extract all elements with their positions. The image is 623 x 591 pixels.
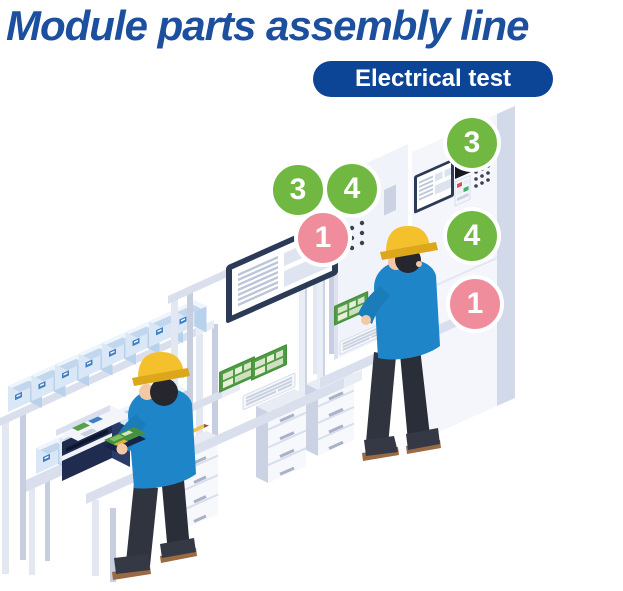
step-badge-monitor-4: 4: [323, 160, 381, 218]
step-badge-number: 1: [466, 287, 484, 320]
circuit-board: [251, 343, 287, 381]
step-badge-cabinet-1: 1: [446, 275, 504, 333]
hand: [361, 315, 371, 325]
worker-left: [104, 352, 197, 580]
stage-label-text: Electrical test: [354, 65, 512, 92]
shoe-icon: [112, 538, 197, 580]
worker-right: [358, 226, 441, 461]
held-circuit-board: [104, 427, 146, 452]
step-badge-number: 3: [289, 173, 307, 206]
hard-hat-icon: [132, 352, 190, 386]
cabinet-screen: [414, 158, 454, 214]
step-badge-cabinet-4: 4: [443, 207, 501, 265]
cabinet-control-panel: [454, 174, 471, 207]
hand: [116, 443, 128, 455]
step-badge-number: 4: [463, 219, 481, 252]
shoe-icon: [362, 428, 441, 461]
page-title: Module parts assembly line: [6, 2, 530, 49]
electrical-test-cabinet: [411, 106, 515, 444]
step-badge-number: 3: [463, 126, 481, 159]
panel-bracket: [384, 184, 396, 216]
ear: [416, 261, 422, 267]
step-badge-cabinet-3: 3: [443, 114, 501, 172]
hard-hat-icon: [380, 226, 438, 260]
printer-top-pattern: [72, 416, 103, 437]
step-badge-number: 4: [343, 172, 361, 205]
arm: [358, 286, 390, 324]
step-badge-number: 1: [314, 221, 332, 254]
hair: [150, 378, 178, 406]
step-badge-monitor-1: 1: [294, 209, 352, 267]
stage-label: Electrical test: [313, 61, 553, 97]
